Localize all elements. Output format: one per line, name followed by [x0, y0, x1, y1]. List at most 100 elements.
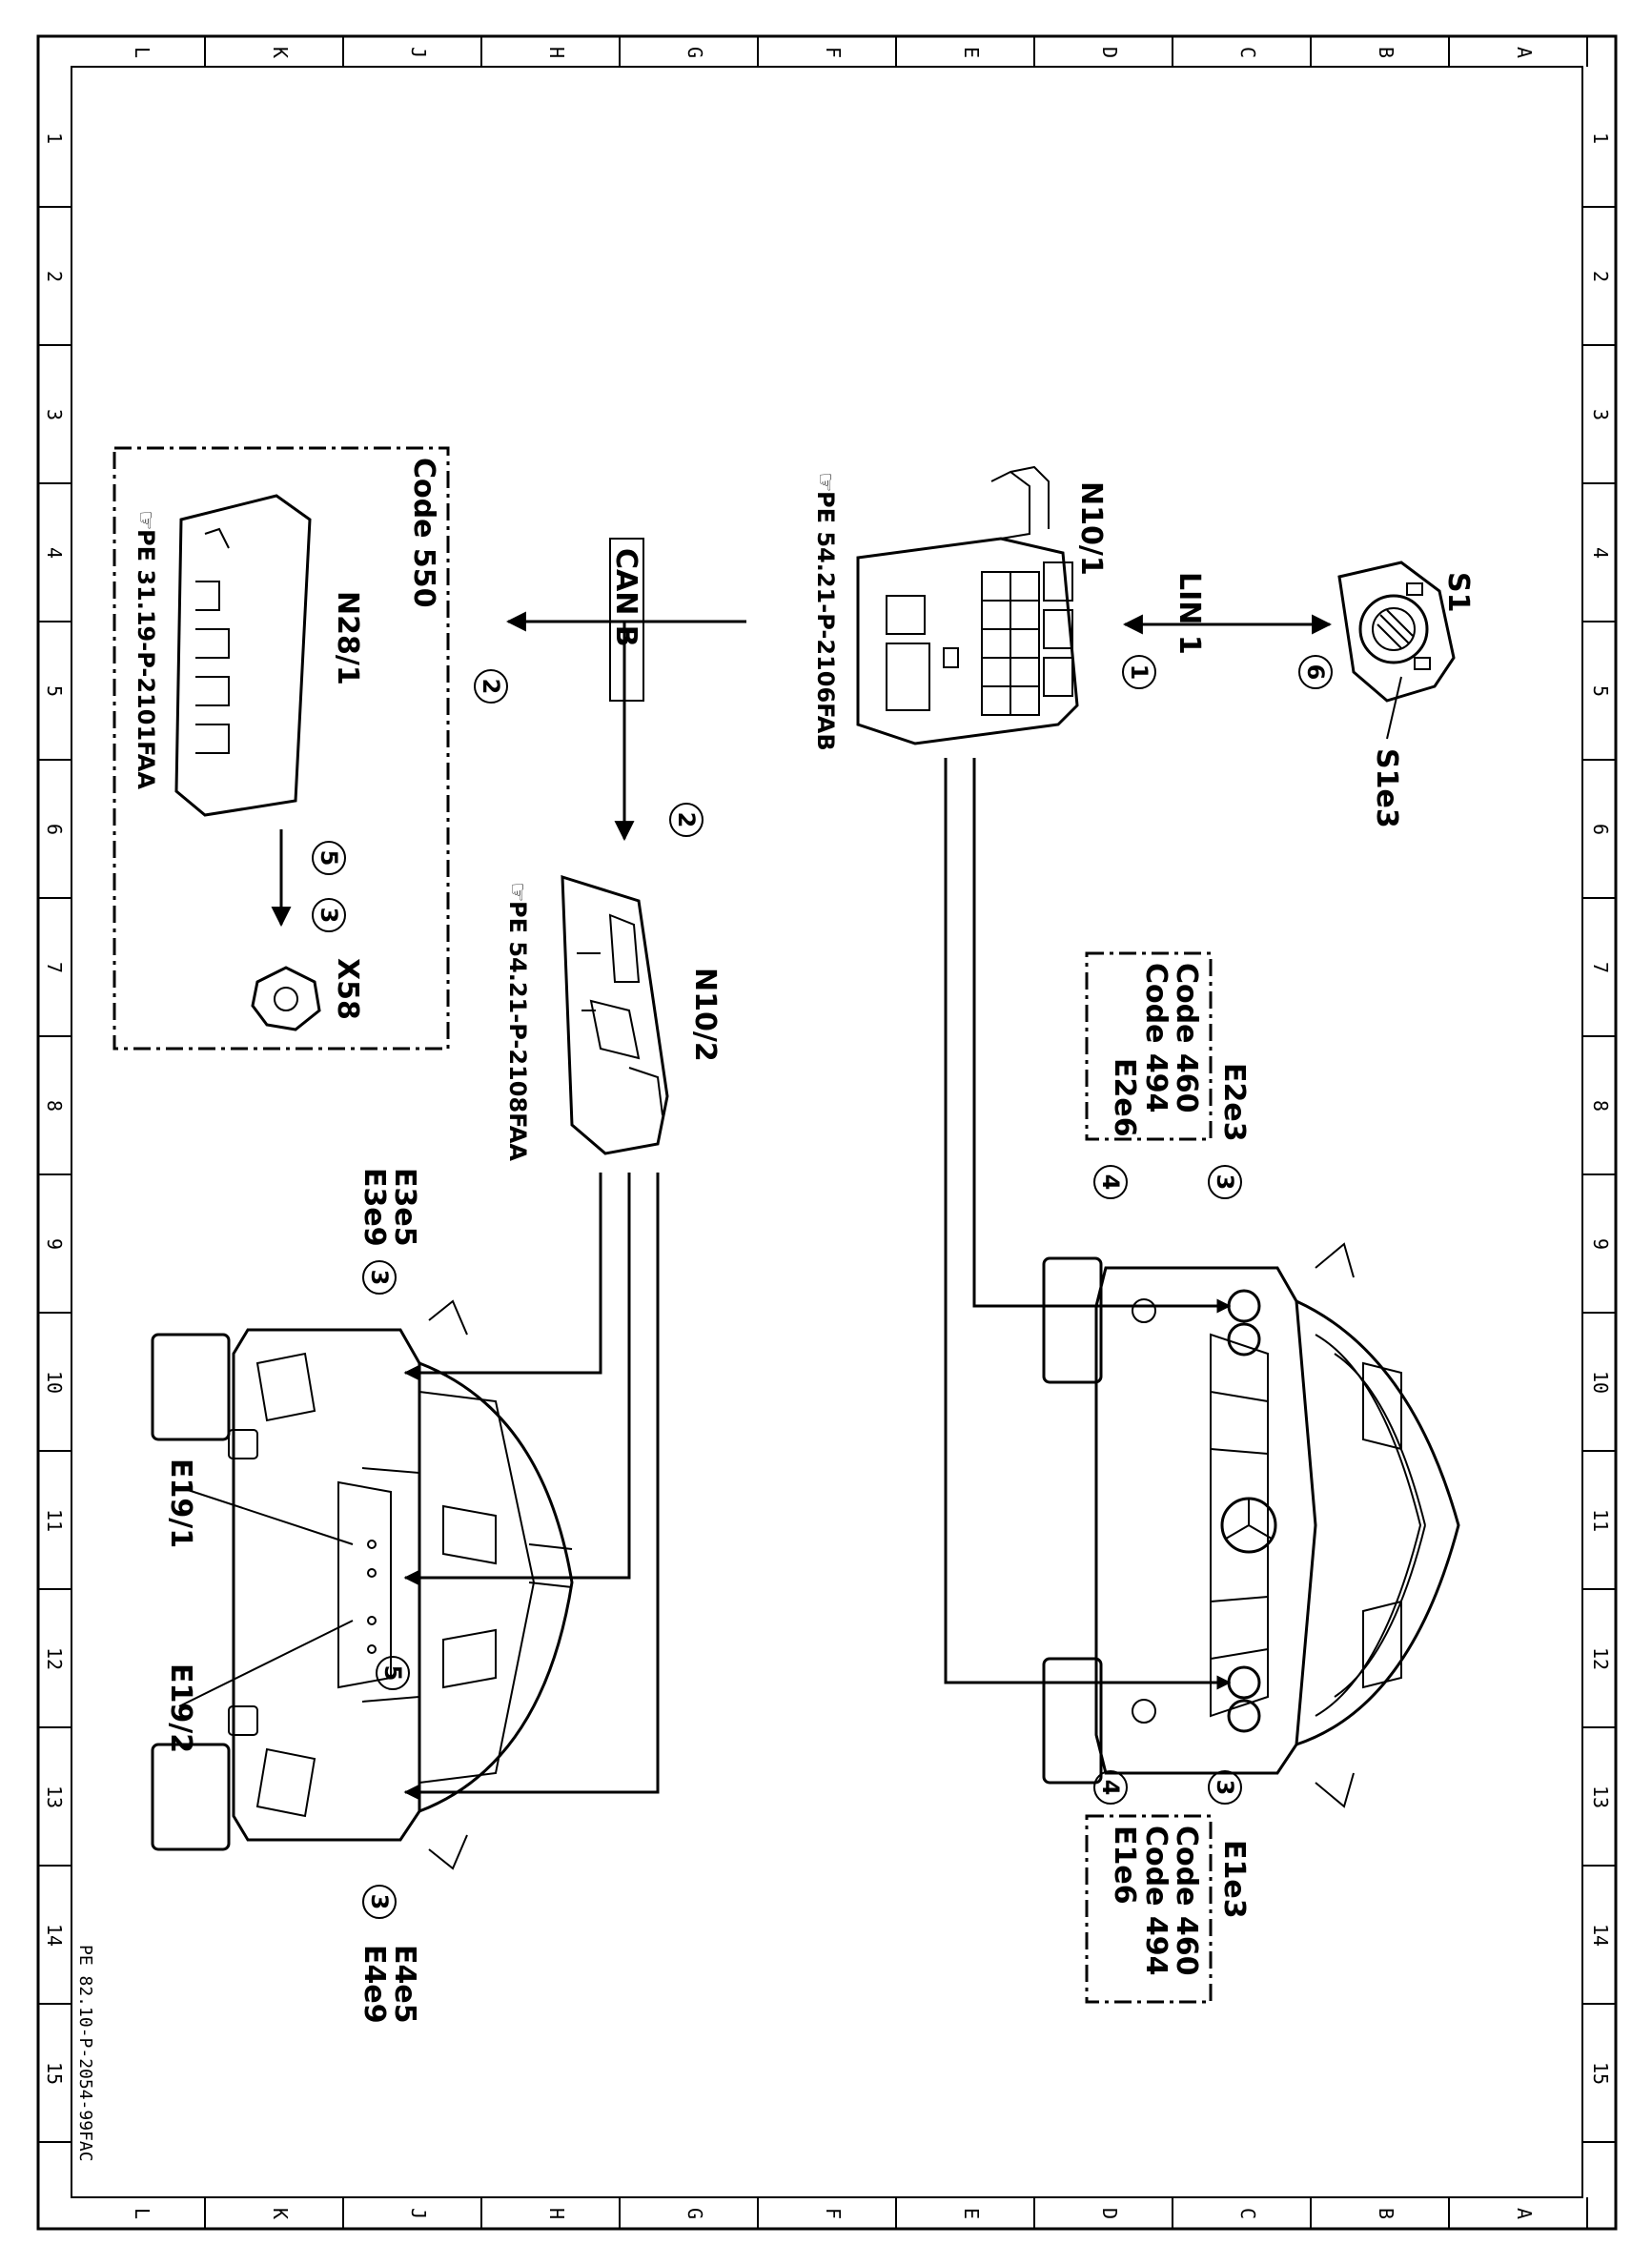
marker-5b: 5 — [379, 1665, 406, 1682]
column-labels-top: L K J H G F E D C B A — [131, 47, 1536, 58]
grid-row-label: 1 — [1589, 133, 1612, 144]
marker-2b: 2 — [673, 812, 700, 828]
grid-row-label: 6 — [1589, 824, 1612, 835]
drawing-frame — [36, 34, 1618, 2231]
marker-circle-4b — [1093, 1770, 1128, 1805]
grid-col-label: E — [960, 2208, 983, 2219]
document-id: PE 82.10-P-2054-99FAC — [75, 1945, 95, 2162]
grid-col-label: G — [683, 2208, 706, 2219]
grid-row-label: 3 — [1589, 409, 1612, 420]
grid-col-label: E — [960, 47, 983, 58]
grid-col-label: J — [407, 47, 430, 58]
label-code-494-b: Code 494 — [1139, 1826, 1173, 1976]
marker-circle-1 — [1122, 655, 1156, 689]
marker-circle-3a — [312, 898, 346, 932]
grid-row-label: 10 — [1589, 1371, 1612, 1394]
label-e1e3: E1e3 — [1217, 1840, 1251, 1919]
marker-1: 1 — [1126, 664, 1152, 681]
grid-row-label: 8 — [1589, 1100, 1612, 1112]
label-n10-2: N10/2 — [688, 968, 722, 1062]
grid-row-label: 4 — [1589, 547, 1612, 559]
grid-row-label: 14 — [43, 1924, 66, 1947]
grid-col-label: K — [269, 47, 292, 58]
label-e19-2: E19/2 — [164, 1663, 197, 1753]
label-e4e5: E4e5 — [388, 1945, 421, 2024]
code-550-box — [112, 446, 450, 1051]
grid-row-label: 4 — [43, 547, 66, 559]
grid-row-label: 15 — [1589, 2062, 1612, 2085]
module-n28-1 — [174, 494, 312, 817]
grid-col-label: G — [683, 47, 706, 58]
grid-col-label: L — [131, 47, 153, 58]
grid-col-label: L — [131, 2208, 153, 2219]
label-e3e5: E3e5 — [388, 1168, 421, 1247]
grid-row-label: 6 — [43, 824, 66, 835]
wire-n10-2-to-left-tail — [403, 1173, 602, 1380]
grid-col-label: C — [1236, 47, 1259, 58]
grid-row-label: 11 — [1589, 1509, 1612, 1532]
label-e4e9: E4e9 — [357, 1945, 391, 2024]
grid-col-label: A — [1513, 2208, 1536, 2219]
grid-row-label: 5 — [43, 685, 66, 697]
grid-col-label: K — [269, 2208, 292, 2219]
label-code-494-a: Code 494 — [1139, 963, 1173, 1113]
marker-circle-6 — [1298, 655, 1333, 689]
label-e19-1: E19/1 — [164, 1459, 197, 1548]
socket-x58 — [251, 966, 321, 1031]
grid-row-label: 5 — [1589, 685, 1612, 697]
label-e3e9: E3e9 — [357, 1168, 391, 1247]
vehicle-rear-view — [151, 1299, 574, 1870]
marker-circle-3c — [1208, 1770, 1242, 1805]
marker-circle-3b — [1208, 1165, 1242, 1199]
grid-col-label: B — [1375, 2208, 1397, 2219]
marker-3e: 3 — [366, 1894, 393, 1910]
label-n10-1: N10/1 — [1074, 481, 1108, 576]
ref-icon-n28-1: ☞ — [133, 510, 159, 531]
grid-col-label: F — [822, 2208, 845, 2219]
ref-n28-1: PE 31.19-P-2101FAA — [133, 529, 159, 789]
marker-circle-3e — [362, 1885, 397, 1919]
grid-row-label: 2 — [43, 271, 66, 282]
row-labels-right: 1 2 3 4 5 6 7 8 9 10 11 12 13 14 15 — [1589, 133, 1612, 2085]
label-e2e6: E2e6 — [1108, 1058, 1141, 1137]
marker-3a: 3 — [316, 908, 342, 924]
grid-col-label: B — [1375, 47, 1397, 58]
row-labels-left: 1 2 3 4 5 6 7 8 9 10 11 12 13 14 15 — [43, 133, 66, 2085]
grid-row-label: 3 — [43, 409, 66, 420]
label-code-460-b: Code 460 — [1170, 1826, 1203, 1976]
vehicle-front-view — [1042, 1242, 1460, 1808]
grid-col-label: H — [545, 47, 568, 58]
grid-row-label: 8 — [43, 1100, 66, 1112]
ref-n10-1: PE 54.21-P-2106FAB — [812, 491, 839, 751]
ref-n10-2: PE 54.21-P-2108FAA — [504, 901, 531, 1161]
leader-e19-2 — [178, 1620, 354, 1707]
label-n28-1: N28/1 — [331, 591, 364, 685]
label-e2e3: E2e3 — [1217, 1063, 1251, 1142]
leader-e19-1 — [178, 1486, 354, 1545]
grid-row-label: 13 — [1589, 1785, 1612, 1808]
grid-col-label: D — [1098, 47, 1121, 58]
code-box-e2 — [1085, 951, 1213, 1141]
column-labels-bottom: L K J H G F E D C B A — [131, 2208, 1536, 2219]
grid-row-label: 9 — [1589, 1238, 1612, 1250]
marker-circle-2b — [669, 803, 704, 837]
marker-5a: 5 — [316, 850, 342, 867]
grid-row-label: 12 — [1589, 1647, 1612, 1670]
label-code-550: Code 550 — [407, 458, 440, 608]
grid-row-label: 13 — [43, 1785, 66, 1808]
grid-col-label: D — [1098, 2208, 1121, 2219]
marker-circle-5a — [312, 841, 346, 875]
grid-row-label: 7 — [43, 962, 66, 973]
grid-row-label: 14 — [1589, 1924, 1612, 1947]
grid-col-label: F — [822, 47, 845, 58]
marker-6: 6 — [1302, 664, 1329, 681]
can-bus-box — [609, 538, 644, 702]
label-code-460-a: Code 460 — [1170, 963, 1203, 1113]
module-n10-1 — [856, 465, 1079, 745]
marker-circle-5b — [376, 1656, 410, 1690]
grid-row-label: 7 — [1589, 962, 1612, 973]
marker-3b: 3 — [1212, 1174, 1238, 1191]
marker-4a: 4 — [1097, 1174, 1124, 1191]
ref-icon-n10-2: ☞ — [504, 882, 531, 903]
